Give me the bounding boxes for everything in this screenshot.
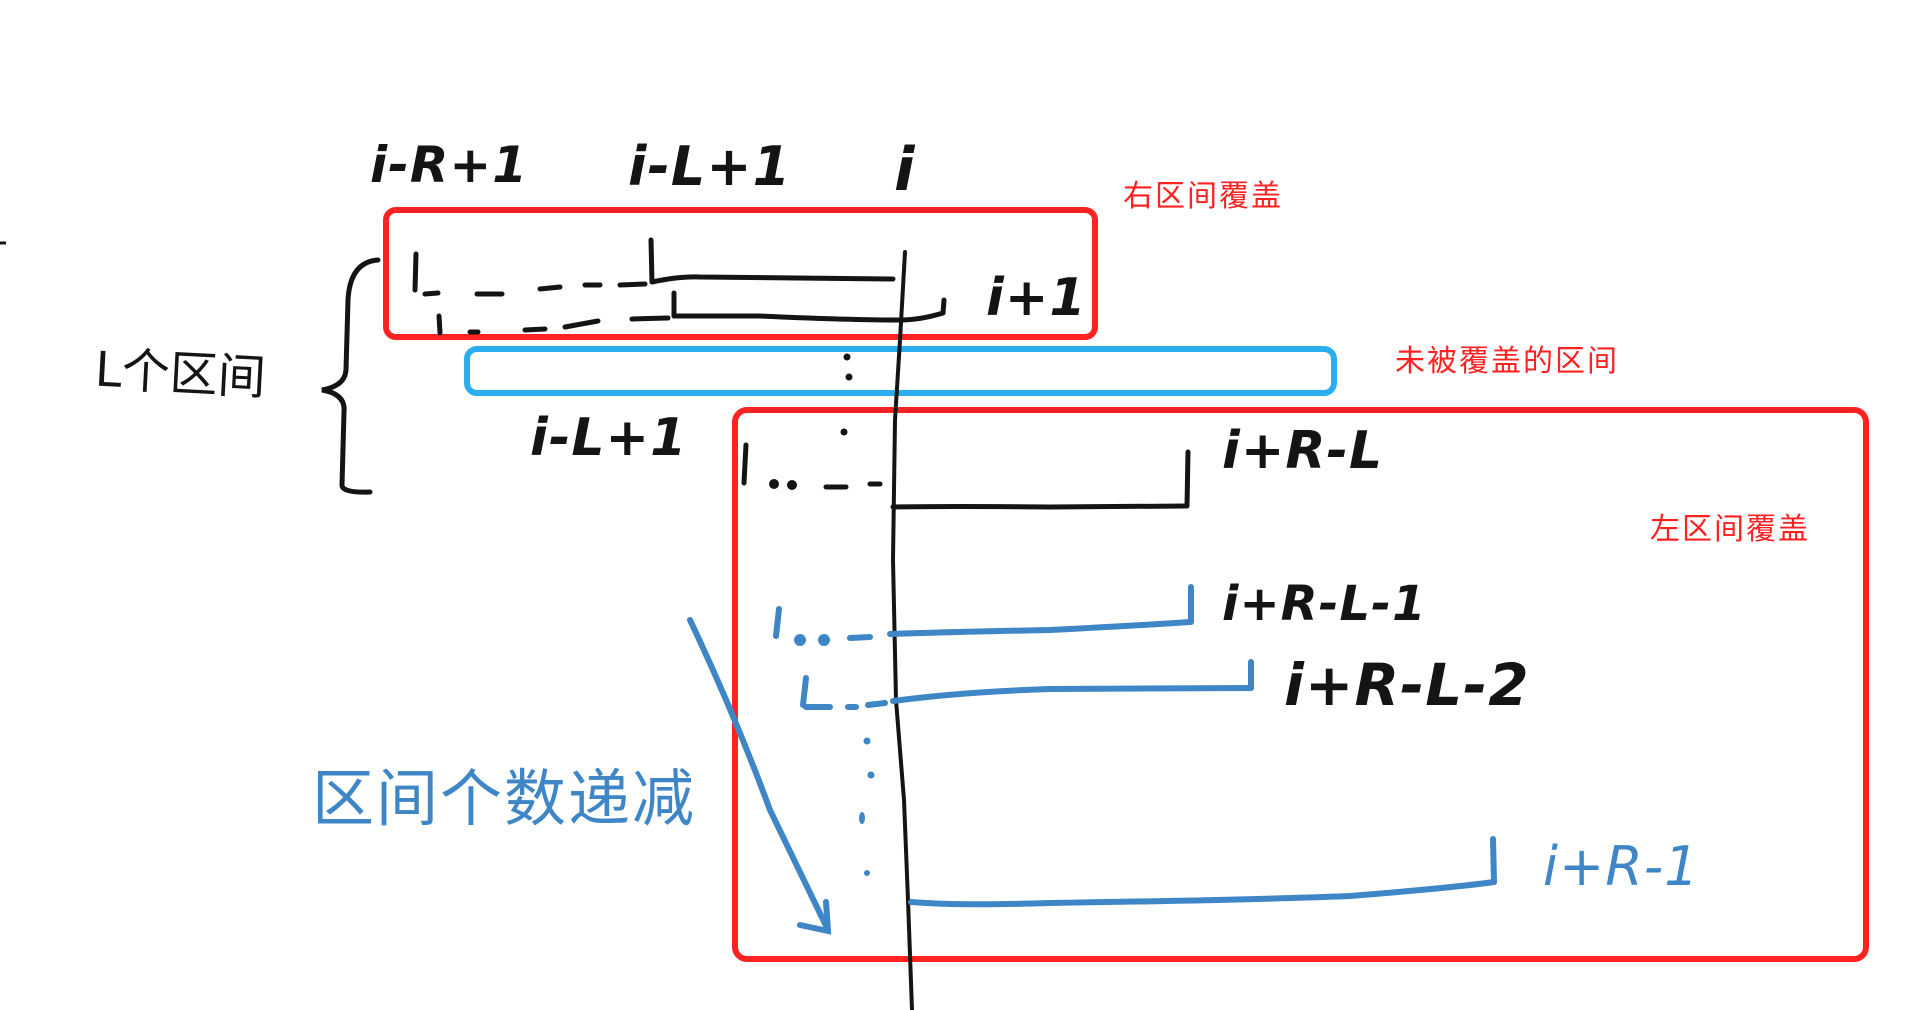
interval-top-2 bbox=[436, 290, 947, 336]
label-start-i-minus-L-plus-1: i-L+1 bbox=[530, 408, 688, 468]
label-i-minus-L-plus-1: i-L+1 bbox=[628, 135, 792, 198]
decreasing-arrow-icon bbox=[687, 617, 832, 935]
label-i-minus-R-plus-1: i-R+1 bbox=[370, 136, 529, 194]
position-i-line bbox=[890, 250, 914, 1010]
interval-top-1 bbox=[412, 237, 896, 297]
ellipsis-dot bbox=[840, 428, 848, 436]
curly-brace bbox=[321, 257, 381, 495]
label-i-plus-R-minus-L: i+R-L bbox=[1222, 421, 1384, 481]
interval-left-2 bbox=[773, 584, 1194, 646]
label-i-plus-1: i+1 bbox=[986, 268, 1087, 328]
left-group-label: L个区间 bbox=[93, 341, 268, 407]
right-cover-box bbox=[383, 207, 1098, 340]
interval-left-1 bbox=[741, 442, 1191, 510]
interval-left-3 bbox=[800, 659, 1254, 710]
right-cover-annotation: 右区间覆盖 bbox=[1123, 179, 1283, 214]
uncovered-annotation: 未被覆盖的区间 bbox=[1395, 344, 1619, 379]
left-cover-annotation: 左区间覆盖 bbox=[1650, 512, 1810, 547]
ellipsis-dot bbox=[864, 870, 870, 876]
left-cover-box bbox=[732, 407, 1869, 962]
label-i-plus-R-minus-1: i+R-1 bbox=[1543, 835, 1700, 898]
ellipsis-dot bbox=[845, 373, 853, 381]
ellipsis-dot bbox=[863, 737, 871, 745]
ellipsis-dot bbox=[859, 812, 865, 824]
interval-left-4 bbox=[908, 836, 1497, 908]
ellipsis-dot bbox=[843, 353, 851, 361]
ellipsis-dot bbox=[867, 771, 875, 779]
label-i-plus-R-minus-L-minus-2: i+R-L-2 bbox=[1284, 651, 1530, 719]
label-i: i bbox=[894, 135, 916, 205]
decreasing-count-label: 区间个数递减 bbox=[312, 762, 697, 835]
label-i-plus-R-minus-L-minus-1: i+R-L-1 bbox=[1222, 576, 1427, 632]
